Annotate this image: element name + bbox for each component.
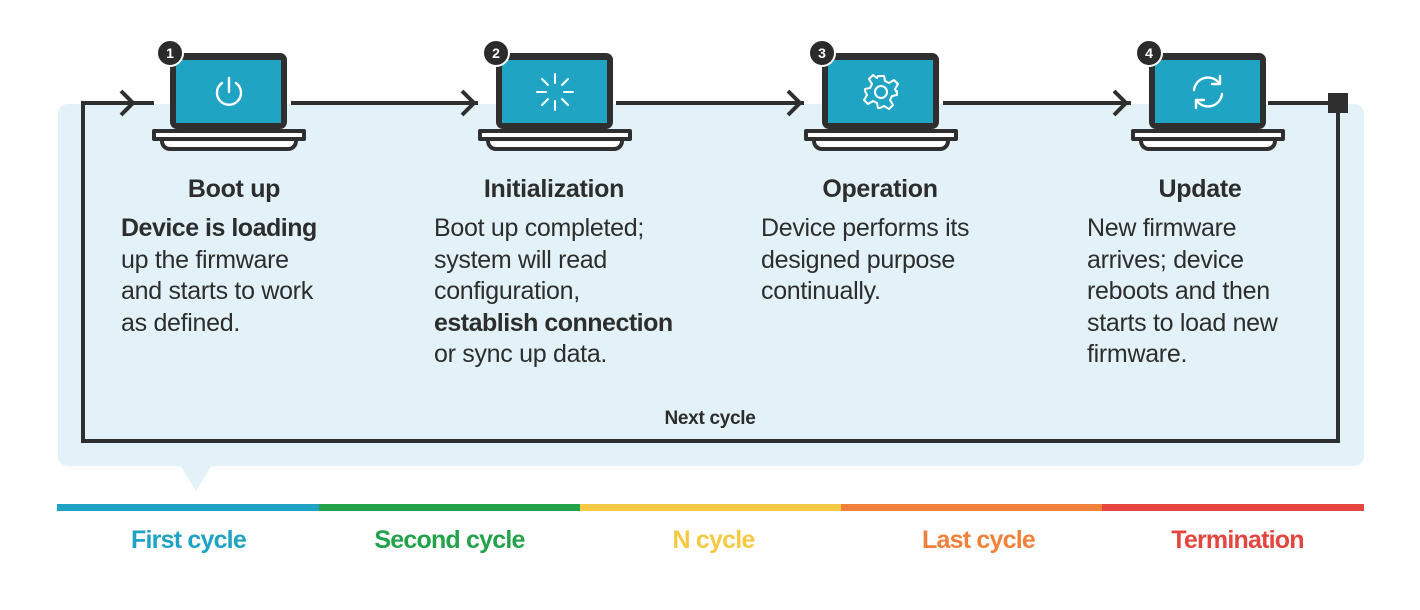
- desc-line: firmware.: [1087, 340, 1188, 368]
- timeline-label-n: N cycle: [672, 526, 756, 554]
- end-node-square: [1328, 93, 1348, 113]
- step-1-laptop: 1: [152, 39, 306, 157]
- desc-line: starts to load new: [1087, 308, 1278, 337]
- step-3-laptop: 3: [804, 39, 958, 157]
- laptop-screen: [502, 60, 607, 123]
- loop-line: [81, 101, 1340, 443]
- desc-line: continually.: [761, 277, 881, 305]
- laptop-base: [152, 129, 306, 141]
- timeline-label-second: Second cycle: [374, 526, 525, 554]
- step-2-description: Boot up completed; system will read conf…: [434, 213, 724, 371]
- desc-line: reboots and then: [1087, 277, 1270, 305]
- laptop-base: [804, 129, 958, 141]
- laptop-base-bottom: [812, 141, 950, 151]
- laptop-lid: [822, 53, 939, 129]
- laptop-base-bottom: [486, 141, 624, 151]
- laptop-lid: [1149, 53, 1266, 129]
- desc-line: Device performs its: [761, 214, 970, 242]
- laptop-base: [1131, 129, 1285, 141]
- step-4-description: New firmware arrives; device reboots and…: [1087, 213, 1377, 371]
- refresh-icon: [1192, 74, 1223, 109]
- step-2-title: Initialization: [483, 175, 625, 203]
- laptop-base-bottom: [1139, 141, 1277, 151]
- timeline-segment-last: [841, 504, 1102, 511]
- arrowhead-into-step-4: [1112, 89, 1129, 117]
- desc-line: configuration,: [434, 277, 580, 305]
- step-1-title: Boot up: [187, 175, 281, 203]
- cycle-panel: [58, 104, 1364, 466]
- desc-line: as defined.: [121, 308, 241, 337]
- timeline-label-last: Last cycle: [922, 526, 1036, 554]
- desc-line: designed purpose: [761, 245, 955, 274]
- desc-line: Device is loading: [121, 214, 317, 242]
- step-number-badge: 1: [156, 39, 184, 67]
- step-2-laptop: 2: [478, 39, 632, 157]
- panel-pointer: [180, 465, 212, 491]
- laptop-screen: [828, 60, 933, 123]
- step-number-badge: 4: [1135, 39, 1163, 67]
- step-3-description: Device performs its designed purpose con…: [761, 213, 1051, 308]
- loading-spinner-icon: [535, 72, 574, 111]
- desc-line: or sync up data.: [434, 340, 608, 368]
- timeline-segment-termination: [1102, 504, 1364, 511]
- desc-line: system will read: [434, 245, 608, 274]
- arrowhead-into-step-2: [460, 89, 477, 117]
- desc-line: arrives; device: [1087, 245, 1244, 274]
- laptop-base: [478, 129, 632, 141]
- gear-icon: [862, 73, 899, 110]
- step-4-title: Update: [1158, 175, 1242, 203]
- laptop-screen: [176, 60, 281, 123]
- step-number-badge: 3: [808, 39, 836, 67]
- arrowhead-into-step-3: [786, 89, 803, 117]
- step-3-title: Operation: [822, 175, 938, 203]
- desc-line: establish connection: [434, 308, 673, 337]
- step-number-badge: 2: [482, 39, 510, 67]
- timeline-segment-n: [580, 504, 841, 511]
- desc-line: up the firmware: [121, 245, 289, 274]
- power-icon: [215, 76, 242, 106]
- timeline-label-first: First cycle: [131, 526, 247, 554]
- desc-line: New firmware: [1087, 214, 1237, 242]
- desc-line: Boot up completed;: [434, 214, 645, 242]
- timeline-segment-first: [57, 504, 319, 511]
- step-4-laptop: 4: [1131, 39, 1285, 157]
- laptop-screen: [1155, 60, 1260, 123]
- timeline-segment-second: [319, 504, 580, 511]
- desc-line: and starts to work: [121, 277, 313, 305]
- laptop-lid: [496, 53, 613, 129]
- next-cycle-label: Next cycle: [664, 408, 756, 429]
- laptop-lid: [170, 53, 287, 129]
- step-1-description: Device is loading up the firmware and st…: [121, 213, 411, 339]
- timeline-label-termination: Termination: [1171, 526, 1304, 554]
- laptop-base-bottom: [160, 141, 298, 151]
- arrowhead-into-step-1: [119, 89, 136, 117]
